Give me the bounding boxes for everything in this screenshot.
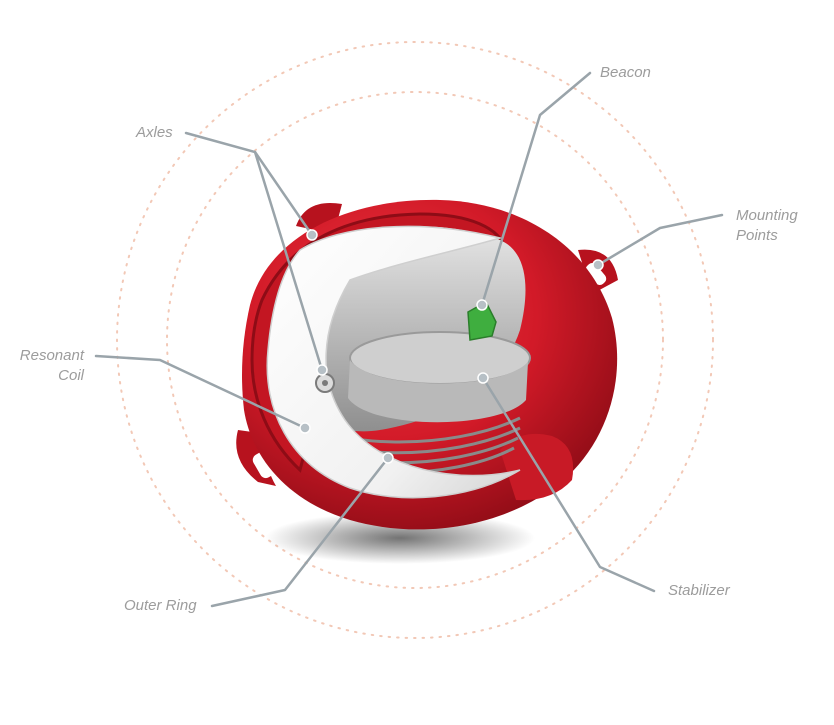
label-mounting-points-line2: Points (736, 227, 778, 244)
leader-axles-b (253, 150, 324, 372)
leader-lines (94, 71, 724, 608)
label-resonant-coil-line1: Resonant (19, 347, 84, 364)
label-outer-ring: Outer Ring (124, 596, 197, 616)
inner-cavity (296, 226, 531, 475)
label-resonant-coil-line2: Coil (58, 367, 84, 384)
label-stabilizer-text: Stabilizer (668, 582, 730, 599)
label-outer-ring-text: Outer Ring (124, 597, 197, 614)
leader-resonant-coil (94, 354, 307, 430)
label-mounting-points-line1: Mounting (736, 207, 798, 224)
leader-axles-a (184, 131, 314, 237)
label-beacon-text: Beacon (600, 64, 651, 81)
leader-mounting-points (596, 213, 724, 267)
label-mounting-points: Mounting Points (736, 206, 798, 246)
leader-stabilizer (481, 376, 656, 593)
white-gimbal-ring (266, 225, 521, 499)
label-stabilizer: Stabilizer (668, 581, 730, 601)
dotted-background-rings (116, 41, 714, 639)
ground-shadow (265, 512, 535, 564)
label-axles-text: Axles (136, 124, 173, 141)
label-resonant-coil: Resonant Coil (18, 346, 84, 386)
label-axles: Axles (136, 123, 173, 143)
leader-outer-ring (210, 456, 390, 608)
label-beacon: Beacon (600, 63, 651, 83)
leader-beacon (480, 71, 592, 307)
leader-endpoints (299, 229, 604, 464)
